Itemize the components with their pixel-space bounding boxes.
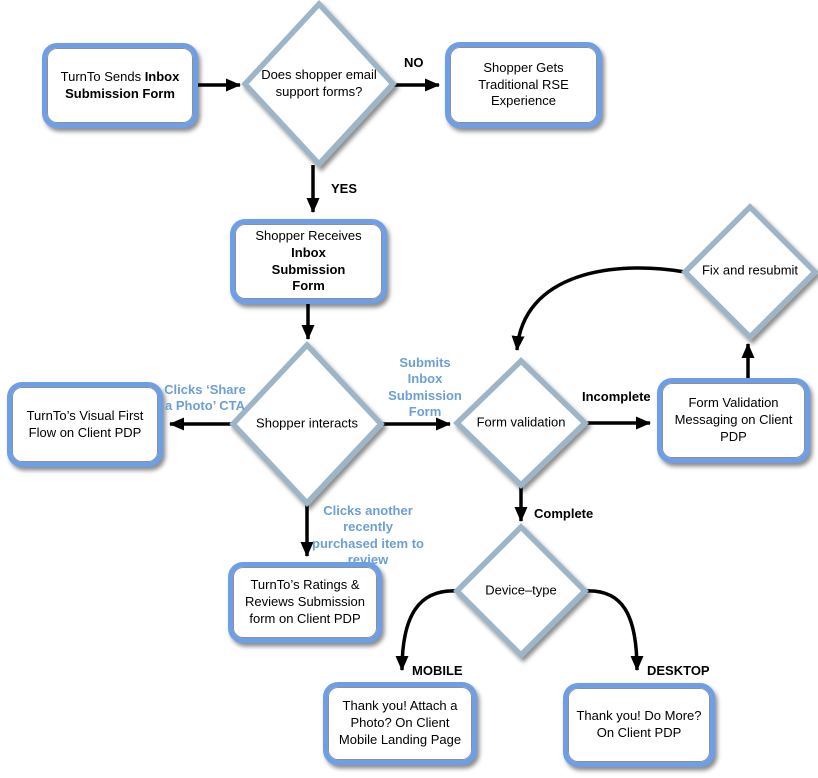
arrow-devicetype-desktop [584,589,644,671]
edge-label-clicks-another: Clicks another recently purchased item t… [312,503,424,567]
node-visual-first-flow: TurnTo’s Visual First Flow on Client PDP [7,382,163,467]
node-thank-you-mobile: Thank you! Attach a Photo? On Client Mob… [323,682,477,765]
node-turnto-sends-form: TurnTo Sends Inbox Submission Form [42,43,198,128]
decision-device-type-label: Device–type [485,582,557,598]
decision-email-support-label: Does shopper email support forms? [261,67,377,99]
edge-label-yes: YES [331,181,358,196]
edge-label-desktop: DESKTOP [647,663,710,678]
node-label: Form Validation Messaging on Client PDP [674,395,793,444]
edge-label-incomplete: Incomplete [582,389,651,404]
decision-shopper-interacts-label: Shopper interacts [256,415,358,431]
node-ratings-reviews-form: TurnTo’s Ratings & Reviews Submission fo… [228,562,382,643]
node-shopper-gets-rse: Shopper Gets Traditional RSE Experience [445,42,602,128]
node-shopper-receives-form: Shopper Receives Inbox Submission Form [230,219,387,304]
node-label: Thank you! Attach a Photo? On Client Mob… [338,698,462,747]
node-label: TurnTo’s Visual First Flow on Client PDP [26,407,144,440]
decision-form-validation-shape [453,357,589,489]
edge-label-no: NO [404,55,424,70]
arrow-devicetype-mobile [395,589,458,671]
edge-label-complete: Complete [534,506,594,521]
edge-label-mobile: MOBILE [412,663,463,678]
decision-form-validation-label: Form validation [476,414,566,430]
node-label: TurnTo’s Ratings & Reviews Submission fo… [245,577,365,626]
decision-fix-resubmit-shape [681,203,818,341]
node-label: Thank you! Do More? On Client PDP [576,708,702,740]
node-form-validation-messaging: Form Validation Messaging on Client PDP [657,378,810,463]
decision-fix-resubmit-label: Fix and resubmit [701,262,799,278]
decision-device-type-shape [453,523,589,659]
edge-label-submits-inbox: Submits Inbox Submission Form [388,355,462,419]
node-thank-you-desktop: Thank you! Do More? On Client PDP [563,683,715,767]
node-label: Shopper Gets Traditional RSE Experience [478,59,569,109]
node-label: TurnTo Sends Inbox Submission Form [60,68,180,101]
decision-shopper-interacts-shape [229,340,385,508]
decision-email-support-shape [241,0,397,169]
node-label: Shopper Receives Inbox Submission Form [255,227,362,294]
edge-label-clicks-share-photo: Clicks ‘Share a Photo’ CTA [164,382,246,414]
arrow-fix-to-formvalidation [511,266,686,351]
